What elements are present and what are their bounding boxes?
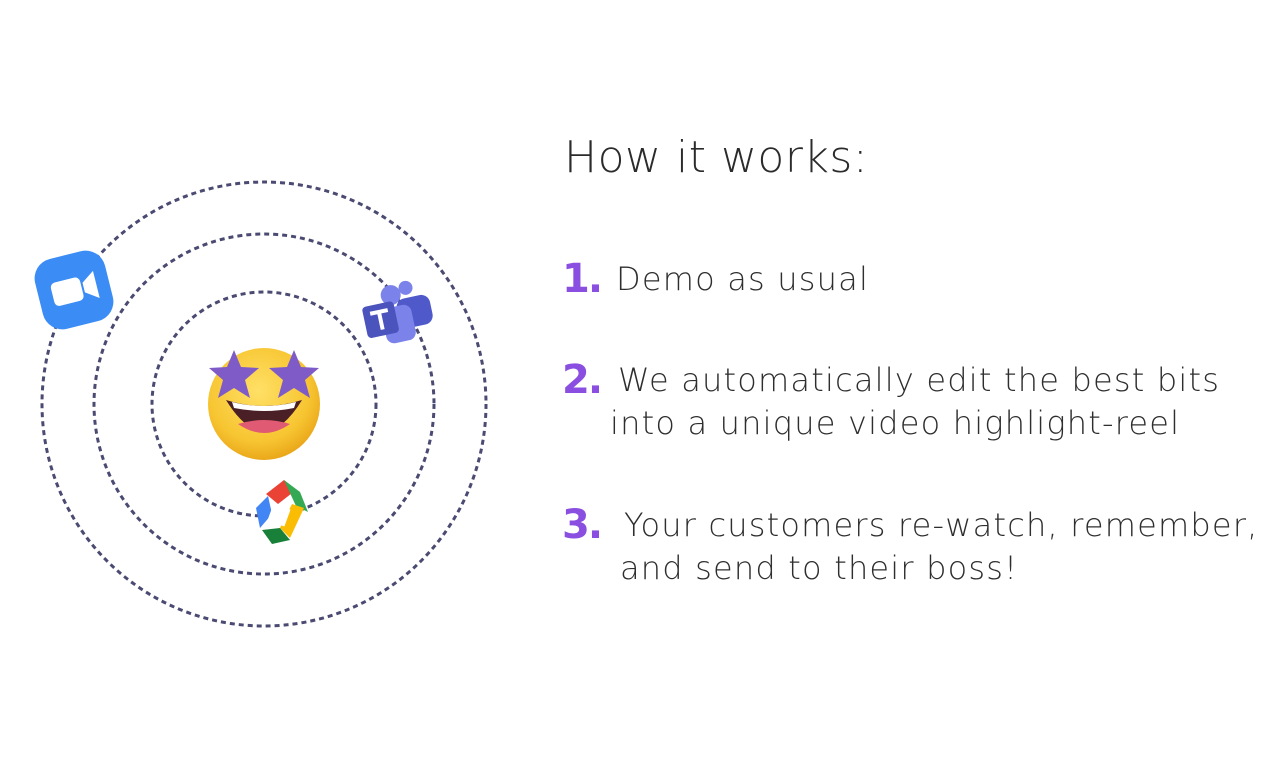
outer-orbit — [40, 180, 488, 628]
page-title: How it works: — [564, 132, 869, 183]
teams-icon — [362, 280, 433, 344]
step-text: We automatically edit the best bits into… — [610, 361, 1221, 442]
zoom-icon — [34, 250, 114, 330]
step-text: Your customers re-watch, remember, and s… — [620, 506, 1259, 587]
star-struck-emoji-icon — [208, 348, 320, 460]
middle-orbit — [92, 232, 436, 576]
step-text: Demo as usual — [616, 260, 870, 298]
step-number: 3. — [562, 502, 603, 548]
step-number: 2. — [562, 357, 603, 403]
orbit-graphic — [34, 180, 488, 628]
orbit-illustration — [0, 0, 540, 760]
google-meet-icon — [256, 480, 308, 544]
step-number: 1. — [562, 256, 603, 302]
